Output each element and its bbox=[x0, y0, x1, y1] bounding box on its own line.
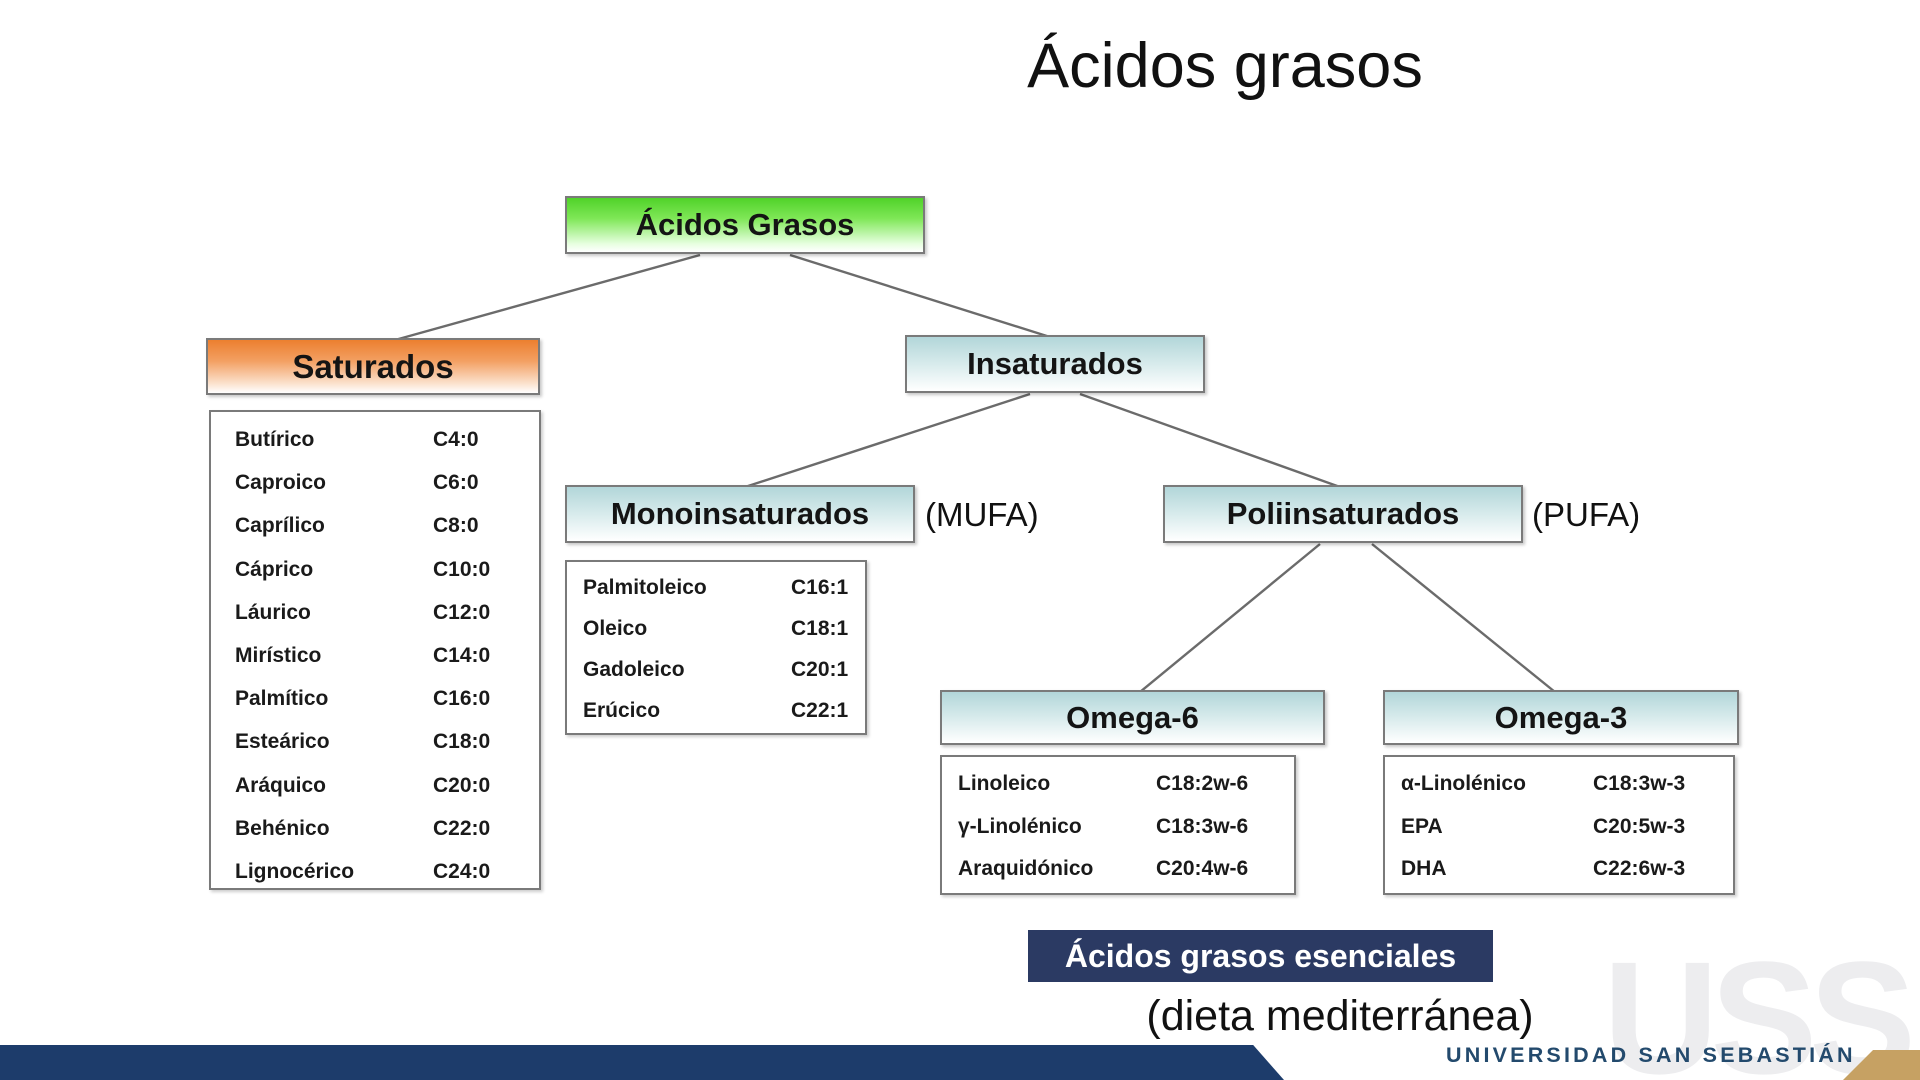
uss-watermark: USS bbox=[1603, 928, 1916, 1080]
fatty-acid-code: C20:5w-3 bbox=[1593, 814, 1686, 838]
fatty-acid-name: Gadoleico bbox=[583, 658, 685, 681]
essential-banner: Ácidos grasos esenciales bbox=[1028, 930, 1493, 982]
node-label: Omega-6 bbox=[1066, 699, 1199, 735]
list-item: Cáprico C10:0 bbox=[211, 548, 539, 591]
fatty-acid-code: C16:0 bbox=[433, 687, 491, 711]
list-item: Palmitoleico C16:1 bbox=[567, 567, 865, 608]
node-insaturados: Insaturados bbox=[905, 335, 1205, 393]
fatty-acid-name: α-Linolénico bbox=[1401, 772, 1526, 795]
fatty-acid-code: C22:0 bbox=[433, 816, 491, 840]
fatty-acid-name: Palmitoleico bbox=[583, 576, 707, 599]
university-brand: UNIVERSIDAD SAN SEBASTIÁN bbox=[1446, 1043, 1856, 1067]
list-item: Erúcico C22:1 bbox=[567, 690, 865, 731]
fatty-acid-name: γ-Linolénico bbox=[958, 814, 1082, 838]
fatty-acid-code: C24:0 bbox=[433, 860, 491, 884]
slide-title: Ácidos grasos bbox=[1027, 31, 1423, 101]
fatty-acid-name: Butírico bbox=[235, 428, 315, 451]
omega6-list: Linoleico C18:2w-6 γ-Linolénico C18:3w-6 A… bbox=[940, 755, 1296, 895]
fatty-acid-name: Mirístico bbox=[235, 644, 322, 668]
banner-label: Ácidos grasos esenciales bbox=[1064, 937, 1457, 974]
fatty-acid-code: C14:0 bbox=[433, 644, 491, 668]
fatty-acid-name: Láurico bbox=[235, 600, 311, 624]
node-label: Saturados bbox=[292, 347, 454, 385]
node-omega-3: Omega-3 bbox=[1383, 690, 1739, 745]
list-item: Mirístico C14:0 bbox=[211, 634, 539, 677]
list-item: Láurico C12:0 bbox=[211, 591, 539, 634]
fatty-acid-code: C20:4w-6 bbox=[1156, 857, 1249, 880]
list-item: γ-Linolénico C18:3w-6 bbox=[942, 806, 1294, 849]
diet-note: (dieta mediterránea) bbox=[1146, 992, 1534, 1040]
fatty-acid-name: Araquidónico bbox=[958, 857, 1094, 880]
list-item: Palmítico C16:0 bbox=[211, 677, 539, 720]
list-item: Butírico C4:0 bbox=[211, 418, 539, 461]
omega3-list: α-Linolénico C18:3w-3 EPA C20:5w-3 DHA C22:… bbox=[1383, 755, 1735, 895]
fatty-acid-code: C8:0 bbox=[433, 514, 479, 538]
list-item: Caprílico C8:0 bbox=[211, 504, 539, 547]
fatty-acid-name: Aráquico bbox=[235, 773, 327, 797]
fatty-acid-name: Erúcico bbox=[583, 699, 661, 722]
node-label: Ácidos Grasos bbox=[635, 207, 855, 242]
footer-bar bbox=[0, 1045, 1284, 1080]
fatty-acid-name: Behénico bbox=[235, 816, 330, 840]
list-item: Araquidónico C20:4w-6 bbox=[942, 848, 1294, 891]
node-saturados: Saturados bbox=[206, 338, 540, 395]
node-acidos-grasos: Ácidos Grasos bbox=[565, 196, 925, 254]
fatty-acid-code: C22:1 bbox=[791, 699, 849, 722]
list-item: DHA C22:6w-3 bbox=[1385, 848, 1733, 891]
fatty-acid-code: C20:1 bbox=[791, 658, 849, 681]
fatty-acid-code: C12:0 bbox=[433, 600, 491, 624]
node-label: Monoinsaturados bbox=[610, 496, 870, 531]
list-item: Linoleico C18:2w-6 bbox=[942, 763, 1294, 806]
mufa-label: (MUFA) bbox=[925, 496, 1039, 533]
node-omega-6: Omega-6 bbox=[940, 690, 1325, 745]
fatty-acid-name: Esteárico bbox=[235, 730, 330, 754]
list-item: Aráquico C20:0 bbox=[211, 764, 539, 807]
fatty-acid-code: C18:0 bbox=[433, 730, 491, 754]
fatty-acid-code: C18:3w-6 bbox=[1156, 814, 1249, 838]
node-label: Omega-3 bbox=[1494, 699, 1628, 735]
fatty-acid-name: DHA bbox=[1401, 857, 1447, 880]
list-item: Oleico C18:1 bbox=[567, 608, 865, 649]
fatty-acid-code: C18:3w-3 bbox=[1593, 772, 1686, 795]
fatty-acid-code: C4:0 bbox=[433, 428, 479, 451]
fatty-acid-name: Caproico bbox=[235, 471, 327, 495]
fatty-acid-code: C16:1 bbox=[791, 576, 849, 599]
fatty-acid-code: C18:2w-6 bbox=[1156, 772, 1249, 795]
list-item: Gadoleico C20:1 bbox=[567, 649, 865, 690]
node-label: Insaturados bbox=[967, 346, 1143, 381]
fatty-acid-name: Oleico bbox=[583, 617, 648, 640]
list-item: Esteárico C18:0 bbox=[211, 720, 539, 763]
fatty-acid-name: Caprílico bbox=[235, 514, 325, 538]
list-item: Lignocérico C24:0 bbox=[211, 850, 539, 893]
node-poliinsaturados: Poliinsaturados bbox=[1163, 485, 1523, 543]
fatty-acid-code: C6:0 bbox=[433, 471, 479, 495]
fatty-acid-name: Palmítico bbox=[235, 687, 329, 711]
fatty-acid-name: Linoleico bbox=[958, 772, 1051, 795]
list-item: Caproico C6:0 bbox=[211, 461, 539, 504]
list-item: Behénico C22:0 bbox=[211, 807, 539, 850]
node-monoinsaturados: Monoinsaturados bbox=[565, 485, 915, 543]
list-item: α-Linolénico C18:3w-3 bbox=[1385, 763, 1733, 806]
list-item: EPA C20:5w-3 bbox=[1385, 806, 1733, 849]
node-label: Poliinsaturados bbox=[1226, 496, 1460, 531]
fatty-acid-code: C22:6w-3 bbox=[1593, 857, 1686, 880]
fatty-acid-name: Lignocérico bbox=[235, 860, 355, 884]
fatty-acid-code: C18:1 bbox=[791, 617, 849, 640]
fatty-acid-code: C10:0 bbox=[433, 557, 491, 581]
fatty-acid-name: EPA bbox=[1401, 814, 1443, 838]
pufa-label: (PUFA) bbox=[1532, 496, 1641, 533]
fatty-acid-code: C20:0 bbox=[433, 773, 491, 797]
fatty-acid-name: Cáprico bbox=[235, 557, 314, 581]
